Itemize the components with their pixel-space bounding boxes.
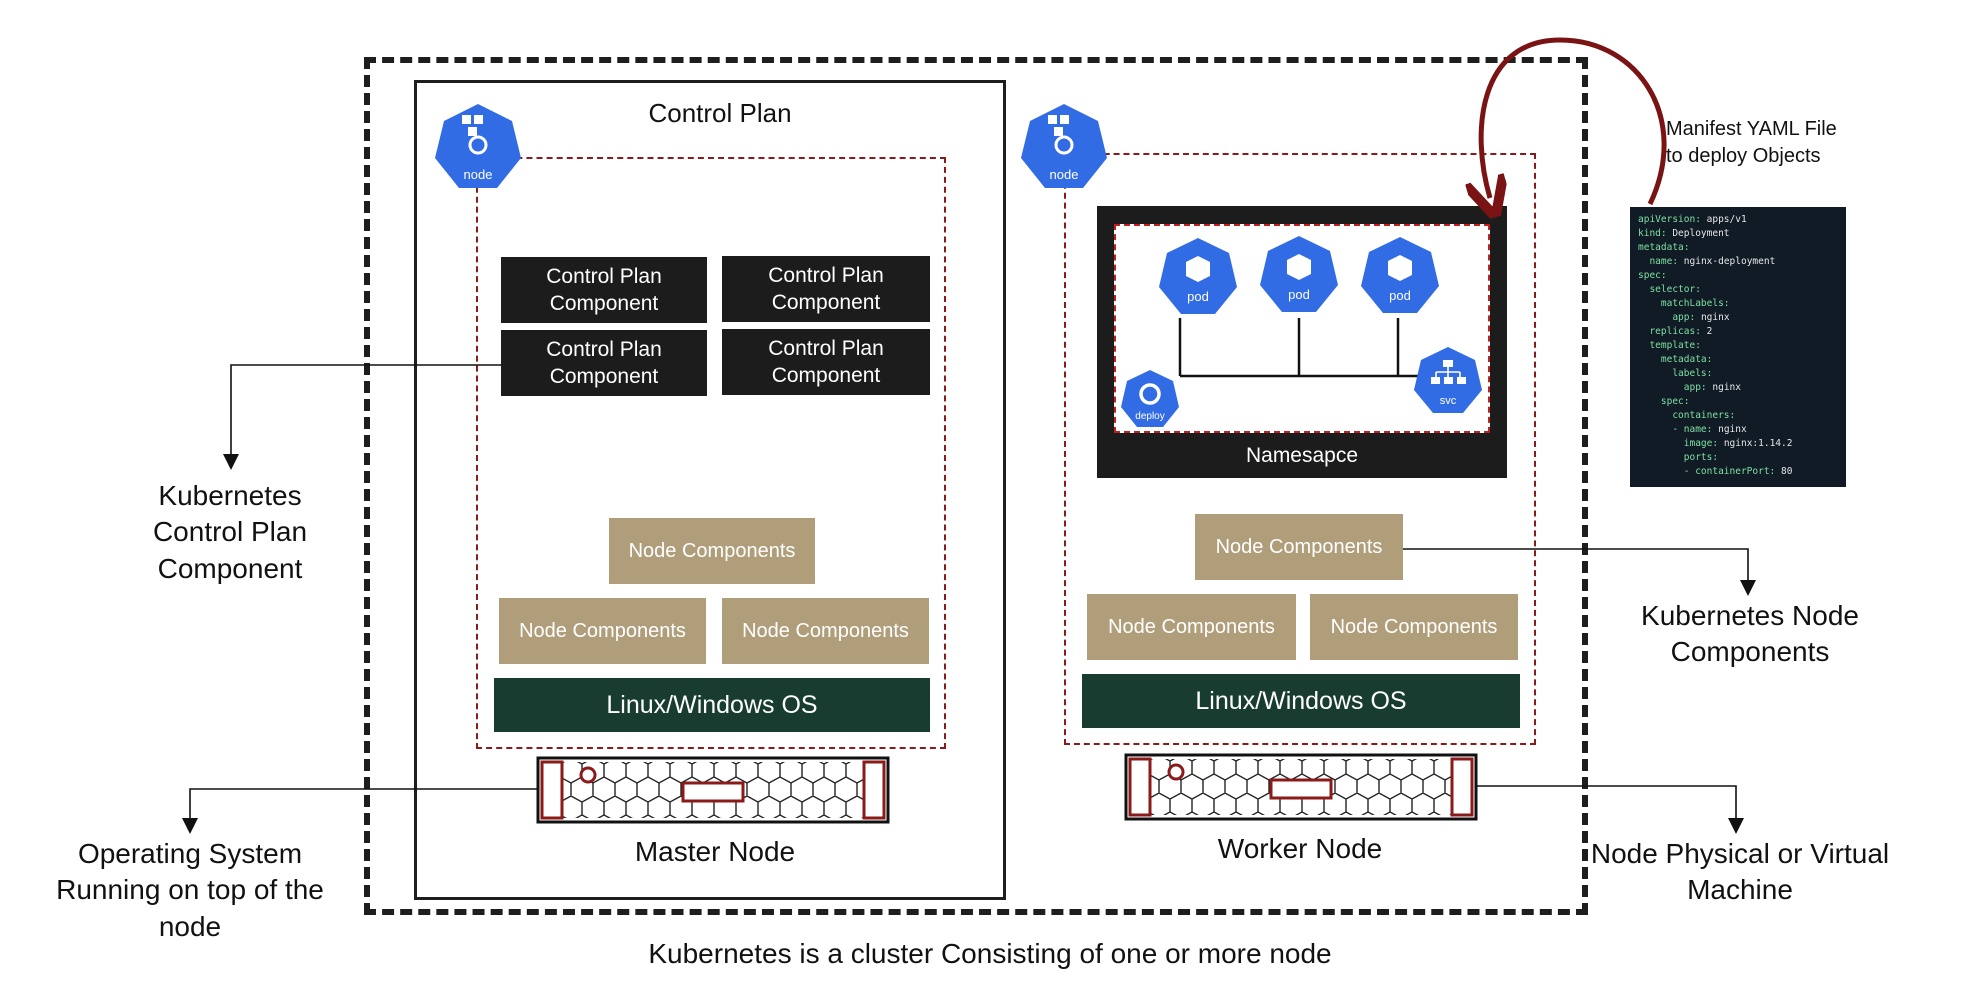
master-node-label: Master Node xyxy=(634,836,796,867)
callout-node-components: Kubernetes Node Components xyxy=(1641,600,1859,668)
yaml-value: nginx xyxy=(1706,382,1741,393)
yaml-key: containers: xyxy=(1672,410,1736,421)
yaml-line: kind: Deployment xyxy=(1638,227,1838,241)
callout-connector-machine xyxy=(1476,785,1744,834)
callout-machine: Node Physical or Virtual Machine xyxy=(1590,838,1890,906)
node-component: Node Components xyxy=(609,518,815,584)
yaml-key: spec: xyxy=(1660,396,1690,407)
yaml-line: spec: xyxy=(1638,269,1838,283)
yaml-line: template: xyxy=(1638,339,1838,353)
svc-icon: svc xyxy=(1414,347,1482,413)
callout-connector-node-components xyxy=(1403,548,1756,596)
svg-text:pod: pod xyxy=(1187,289,1209,304)
yaml-key: apiVersion: xyxy=(1638,214,1701,225)
svg-text:deploy: deploy xyxy=(1135,411,1164,422)
yaml-value: Deployment xyxy=(1666,228,1730,239)
yaml-key: image: xyxy=(1683,438,1719,449)
yaml-line: matchLabels: xyxy=(1638,297,1838,311)
os-layer: Linux/Windows OS xyxy=(494,678,930,732)
callout-control-plan: Kubernetes Control Plan Component xyxy=(152,480,308,584)
yaml-value: nginx xyxy=(1695,312,1730,323)
svg-text:node: node xyxy=(464,167,493,182)
node-component: Node Components xyxy=(1310,594,1518,660)
yaml-value: nginx xyxy=(1712,424,1747,435)
yaml-key: app: xyxy=(1672,312,1696,323)
server-icon xyxy=(1124,753,1478,821)
kubernetes-node-icon: node xyxy=(435,104,521,188)
yaml-key: metadata: xyxy=(1660,354,1713,365)
yaml-line: metadata: xyxy=(1638,353,1838,367)
yaml-line: spec: xyxy=(1638,395,1838,409)
yaml-value: nginx-deployment xyxy=(1678,256,1776,267)
yaml-line: - containerPort: 80 xyxy=(1638,465,1838,479)
yaml-key: spec: xyxy=(1638,270,1667,281)
yaml-line: image: nginx:1.14.2 xyxy=(1638,437,1838,451)
yaml-line: replicas: 2 xyxy=(1638,325,1838,339)
control-plan-component: Control Plan Component xyxy=(722,329,930,395)
yaml-key: - name: xyxy=(1672,424,1713,435)
worker-runtime-area xyxy=(1064,153,1536,745)
node-component: Node Components xyxy=(722,598,929,664)
yaml-key: ports: xyxy=(1683,452,1719,463)
callout-os: Operating System Running on top of the n… xyxy=(56,838,324,942)
cluster-caption: Kubernetes is a cluster Consisting of on… xyxy=(648,938,1332,969)
svg-text:node: node xyxy=(1050,167,1079,182)
yaml-value: apps/v1 xyxy=(1700,214,1747,225)
yaml-key: selector: xyxy=(1649,284,1701,295)
kubernetes-node-icon: node xyxy=(1021,104,1107,188)
yaml-line: name: nginx-deployment xyxy=(1638,255,1838,269)
node-component: Node Components xyxy=(1195,514,1403,580)
control-plan-component: Control Plan Component xyxy=(501,257,707,323)
svg-text:pod: pod xyxy=(1288,287,1310,302)
yaml-line: apiVersion: apps/v1 xyxy=(1638,213,1838,227)
yaml-key: matchLabels: xyxy=(1660,298,1730,309)
yaml-line: - name: nginx xyxy=(1638,423,1838,437)
node-component: Node Components xyxy=(1087,594,1296,660)
svg-text:svc: svc xyxy=(1440,395,1457,407)
master-runtime-area xyxy=(476,157,946,749)
os-layer: Linux/Windows OS xyxy=(1082,674,1520,728)
yaml-line: ports: xyxy=(1638,451,1838,465)
yaml-key: labels: xyxy=(1672,368,1713,379)
yaml-value: 80 xyxy=(1775,466,1793,477)
yaml-line: labels: xyxy=(1638,367,1838,381)
yaml-key: replicas: xyxy=(1649,326,1701,337)
node-component: Node Components xyxy=(499,598,706,664)
namespace-label: Namesapce xyxy=(1245,444,1359,467)
master-node-box xyxy=(414,80,1006,900)
yaml-key: name: xyxy=(1649,256,1679,267)
yaml-key: metadata: xyxy=(1638,242,1690,253)
manifest-caption: Manifest YAML File to deploy Objects xyxy=(1666,118,1837,167)
control-plan-component: Control Plan Component xyxy=(722,256,930,322)
svg-text:pod: pod xyxy=(1389,288,1411,303)
yaml-line: metadata: xyxy=(1638,241,1838,255)
yaml-key: template: xyxy=(1649,340,1701,351)
pod-icon: pod xyxy=(1260,236,1338,312)
yaml-value: 2 xyxy=(1700,326,1713,337)
callout-connector-control xyxy=(223,364,501,470)
yaml-value: nginx:1.14.2 xyxy=(1718,438,1793,449)
control-plan-title: Control Plan xyxy=(648,98,792,128)
server-icon xyxy=(536,756,890,824)
pod-connector-lines xyxy=(1178,318,1420,378)
yaml-line: containers: xyxy=(1638,409,1838,423)
yaml-key: kind: xyxy=(1638,228,1667,239)
pod-icon: pod xyxy=(1361,237,1439,313)
deploy-icon: deploy xyxy=(1121,370,1179,427)
worker-node-label: Worker Node xyxy=(1217,833,1383,864)
yaml-line: selector: xyxy=(1638,283,1838,297)
yaml-line: app: nginx xyxy=(1638,311,1838,325)
yaml-key: - containerPort: xyxy=(1683,466,1776,477)
yaml-line: app: nginx xyxy=(1638,381,1838,395)
callout-connector-os xyxy=(182,788,540,834)
cluster-boundary xyxy=(364,57,1588,915)
control-plan-component: Control Plan Component xyxy=(501,330,707,396)
pod-icon: pod xyxy=(1159,238,1237,314)
manifest-apply-arrow xyxy=(1481,37,1667,204)
yaml-key: app: xyxy=(1683,382,1707,393)
